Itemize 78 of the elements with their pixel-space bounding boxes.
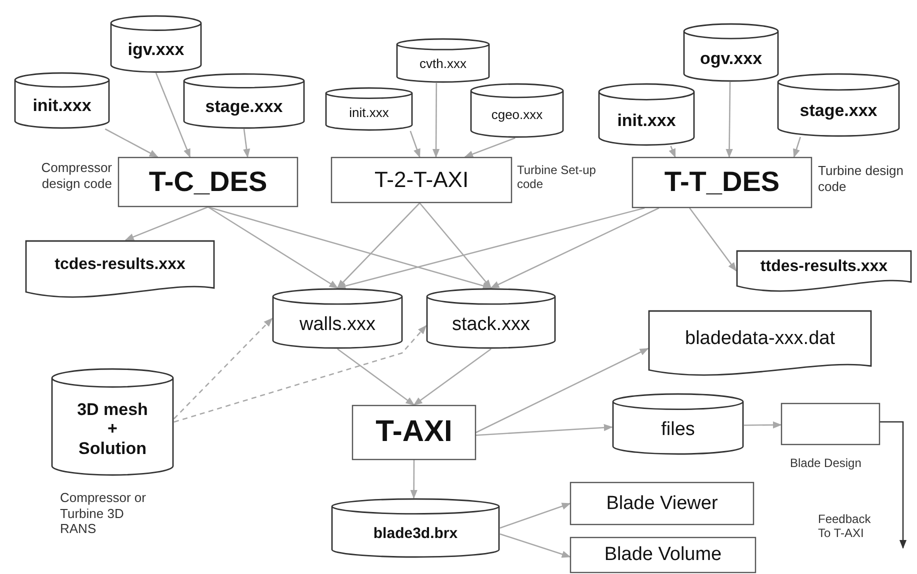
arrow <box>208 206 338 289</box>
program-name: T-2-T-AXI <box>374 167 469 193</box>
node-caption: Turbine design code <box>818 163 905 194</box>
program-name: T-AXI <box>376 415 452 450</box>
file-name: cvth.xxx <box>420 57 466 72</box>
process-box <box>570 537 756 573</box>
file-cylinder <box>51 368 174 476</box>
file-name: init.xxx <box>32 96 92 116</box>
dashed-arrow <box>174 325 427 423</box>
file-name: init.xxx <box>349 106 389 121</box>
file-name: stage.xxx <box>800 101 878 122</box>
file-name: cgeo.xxx <box>491 108 543 124</box>
arrow <box>243 128 250 158</box>
file-cylinder <box>470 83 564 138</box>
file-cylinder <box>331 498 500 558</box>
arrow <box>476 424 613 436</box>
arrow <box>208 206 492 290</box>
arrow <box>793 136 801 158</box>
process-box <box>331 157 512 203</box>
file-name: igv.xxx <box>128 40 184 60</box>
arrow <box>476 348 649 434</box>
file-name: bladedata-xxx.dat <box>685 328 835 350</box>
note-text: Feedback To T-AXI <box>818 512 872 541</box>
file-name: walls.xxx <box>299 314 376 336</box>
program-name: Blade Viewer <box>606 492 718 514</box>
file-name: tcdes-results.xxx <box>54 256 186 274</box>
arrow <box>410 130 420 158</box>
process-box <box>352 405 476 460</box>
file-cylinder <box>110 15 202 73</box>
arrow <box>413 348 492 406</box>
file-cylinder <box>396 38 490 83</box>
node-caption: Turbine Set-up code <box>517 163 597 192</box>
file-cylinder <box>426 288 556 349</box>
process-box <box>781 403 880 445</box>
file-name: files <box>661 419 695 441</box>
arrow <box>744 421 782 429</box>
file-cylinder <box>598 83 695 146</box>
arrow <box>500 533 571 558</box>
file-cylinder <box>612 393 744 455</box>
file-cylinder <box>14 72 110 129</box>
arrow <box>689 208 737 272</box>
program-name: T-C_DES <box>148 166 268 198</box>
node-caption: Blade Design <box>790 456 862 470</box>
arrow <box>432 83 440 158</box>
file-name: 3D mesh + Solution <box>76 400 149 458</box>
arrow <box>337 348 415 406</box>
file-name: stage.xxx <box>205 96 283 116</box>
file-name: blade3d.brx <box>373 525 458 542</box>
dashed-arrow <box>174 318 273 420</box>
file-cylinder <box>325 87 413 131</box>
arrow <box>155 72 191 158</box>
arrow <box>336 207 645 290</box>
file-name: init.xxx <box>617 110 676 130</box>
node-caption: Compressor or Turbine 3D RANS <box>60 490 147 537</box>
process-box <box>118 157 298 207</box>
file-cylinder <box>777 73 900 137</box>
file-cylinder <box>272 288 403 349</box>
arrow <box>336 202 420 289</box>
process-box <box>632 157 812 208</box>
arrow <box>880 421 907 549</box>
file-cylinder <box>183 73 305 129</box>
arrow <box>668 146 676 158</box>
file-cylinder <box>683 23 779 82</box>
program-name: Blade Volume <box>604 544 722 566</box>
arrow <box>410 460 418 499</box>
arrow <box>490 207 660 289</box>
process-box <box>570 482 754 525</box>
node-caption: Compressor design code <box>40 160 112 192</box>
file-name: stack.xxx <box>452 314 530 336</box>
arrow <box>464 137 516 158</box>
arrow <box>726 82 733 158</box>
file-name: ttdes-results.xxx <box>760 258 888 276</box>
arrow <box>500 502 571 529</box>
program-name: T-T_DES <box>664 166 780 199</box>
arrow <box>104 128 158 158</box>
file-name: ogv.xxx <box>700 48 762 68</box>
arrow <box>419 202 492 289</box>
arrow <box>124 206 208 241</box>
